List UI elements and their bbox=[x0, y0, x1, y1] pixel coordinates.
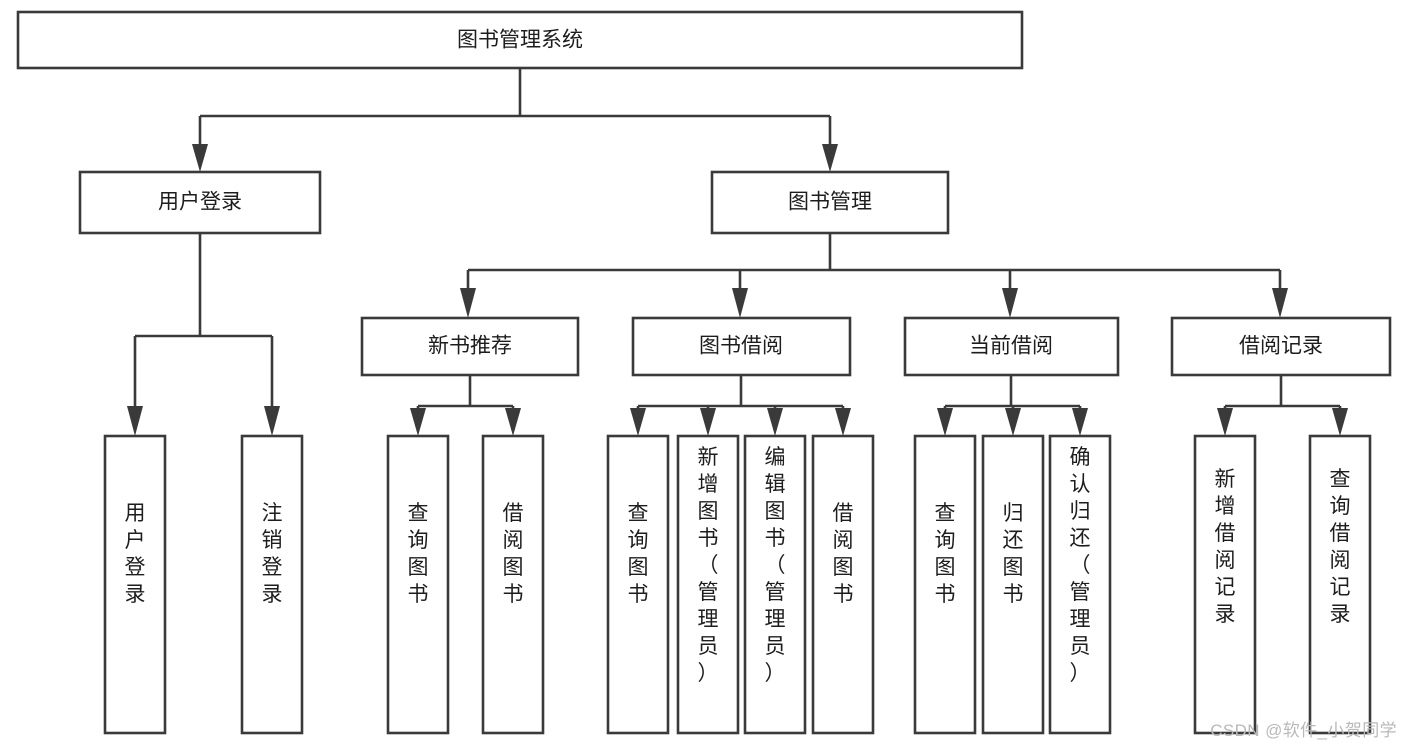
connector-borrow-record-to-leaves bbox=[1217, 375, 1348, 436]
arrowhead-current-borrow-icon bbox=[1002, 288, 1018, 318]
connector-new-book-rec-to-leaves bbox=[410, 375, 521, 436]
node-leaf-add-book-label: 新增图书（管理员） bbox=[698, 446, 719, 685]
node-leaf-borrow-book-1[interactable]: 借阅图书 bbox=[481, 434, 545, 735]
node-new-book-rec-box[interactable] bbox=[360, 316, 580, 377]
arrowhead-leaf-return-book-icon bbox=[1005, 408, 1021, 436]
node-leaf-query-record-box[interactable] bbox=[1308, 434, 1372, 735]
node-current-borrow-box[interactable] bbox=[903, 316, 1120, 377]
node-borrow-record-label: 借阅记录 bbox=[1239, 335, 1323, 358]
node-leaf-query-book-1-box[interactable] bbox=[386, 434, 450, 735]
node-leaf-user-login[interactable]: 用户登录 bbox=[103, 434, 167, 735]
connector-book-borrow-to-leaves bbox=[630, 375, 851, 436]
node-borrow-record[interactable]: 借阅记录 bbox=[1170, 316, 1392, 377]
connector-book-manage-to-level3 bbox=[460, 233, 1288, 318]
node-leaf-borrow-book-2-box[interactable] bbox=[811, 434, 875, 735]
node-leaf-add-book-box[interactable] bbox=[676, 434, 740, 735]
node-leaf-edit-book[interactable]: 编辑图书（管理员） bbox=[743, 434, 807, 735]
node-user-login-box[interactable] bbox=[78, 170, 322, 235]
arrowhead-leaf-edit-book-icon bbox=[767, 408, 783, 436]
arrowhead-leaf-borrow-book-2-icon bbox=[835, 408, 851, 436]
arrowhead-new-book-rec-icon bbox=[460, 288, 476, 318]
node-root-label: 图书管理系统 bbox=[457, 29, 583, 52]
node-leaf-query-book-1[interactable]: 查询图书 bbox=[386, 434, 450, 735]
node-root[interactable]: 图书管理系统 bbox=[16, 10, 1024, 70]
node-leaf-borrow-book-1-box[interactable] bbox=[481, 434, 545, 735]
arrowhead-leaf-borrow-book-1-icon bbox=[505, 408, 521, 436]
node-leaf-user-login-box[interactable] bbox=[103, 434, 167, 735]
node-leaf-add-record-box[interactable] bbox=[1193, 434, 1257, 735]
node-leaf-query-book-2-box[interactable] bbox=[606, 434, 670, 735]
node-leaf-borrow-book-2-label: 借阅图书 bbox=[833, 502, 854, 606]
arrowhead-leaf-user-login-icon bbox=[127, 406, 143, 436]
node-leaf-return-book-label: 归还图书 bbox=[1003, 502, 1024, 606]
arrowhead-user-login-icon bbox=[192, 144, 208, 172]
arrowhead-leaf-query-book-1-icon bbox=[410, 408, 426, 436]
node-leaf-user-login-label: 用户登录 bbox=[125, 502, 146, 606]
arrowhead-leaf-query-book-2-icon bbox=[630, 408, 646, 436]
arrowhead-leaf-query-record-icon bbox=[1332, 408, 1348, 436]
node-leaf-query-book-1-label: 查询图书 bbox=[408, 502, 429, 606]
node-leaf-edit-book-label: 编辑图书（管理员） bbox=[765, 446, 786, 685]
node-leaf-logout[interactable]: 注销登录 bbox=[240, 434, 304, 735]
node-leaf-edit-book-box[interactable] bbox=[743, 434, 807, 735]
node-leaf-query-record-label: 查询借阅记录 bbox=[1330, 468, 1351, 626]
node-leaf-add-record[interactable]: 新增借阅记录 bbox=[1193, 434, 1257, 735]
node-book-borrow-label: 图书借阅 bbox=[699, 335, 783, 358]
node-borrow-record-box[interactable] bbox=[1170, 316, 1392, 377]
node-leaf-return-book[interactable]: 归还图书 bbox=[981, 434, 1045, 735]
node-leaf-borrow-book-1-label: 借阅图书 bbox=[503, 502, 524, 606]
node-leaf-add-book[interactable]: 新增图书（管理员） bbox=[676, 434, 740, 735]
node-leaf-add-record-label: 新增借阅记录 bbox=[1215, 468, 1236, 626]
node-book-borrow-box[interactable] bbox=[631, 316, 852, 377]
node-leaf-query-book-3-label: 查询图书 bbox=[935, 502, 956, 606]
node-book-borrow[interactable]: 图书借阅 bbox=[631, 316, 852, 377]
node-leaf-return-book-box[interactable] bbox=[981, 434, 1045, 735]
node-new-book-rec[interactable]: 新书推荐 bbox=[360, 316, 580, 377]
connector-root-to-level2 bbox=[192, 68, 838, 172]
arrowhead-borrow-record-icon bbox=[1272, 288, 1288, 318]
node-current-borrow-label: 当前借阅 bbox=[969, 335, 1053, 358]
node-user-login-label: 用户登录 bbox=[158, 191, 242, 214]
node-leaf-query-book-2[interactable]: 查询图书 bbox=[606, 434, 670, 735]
arrowhead-leaf-query-book-3-icon bbox=[937, 408, 953, 436]
node-leaf-confirm-return-box[interactable] bbox=[1048, 434, 1112, 735]
node-leaf-query-record[interactable]: 查询借阅记录 bbox=[1308, 434, 1372, 735]
node-leaf-query-book-3[interactable]: 查询图书 bbox=[913, 434, 977, 735]
node-leaf-query-book-3-box[interactable] bbox=[913, 434, 977, 735]
node-leaf-logout-label: 注销登录 bbox=[262, 502, 283, 606]
arrowhead-book-manage-icon bbox=[822, 144, 838, 172]
node-book-manage-label: 图书管理 bbox=[788, 191, 872, 214]
node-leaf-query-book-2-label: 查询图书 bbox=[628, 502, 649, 606]
node-new-book-rec-label: 新书推荐 bbox=[428, 335, 512, 358]
node-user-login[interactable]: 用户登录 bbox=[78, 170, 322, 235]
arrowhead-leaf-add-book-icon bbox=[700, 408, 716, 436]
connector-current-borrow-to-leaves bbox=[937, 375, 1088, 436]
node-leaf-confirm-return-label: 确认归还（管理员） bbox=[1070, 446, 1091, 685]
connector-user-login-to-leaves bbox=[127, 233, 280, 436]
node-book-manage[interactable]: 图书管理 bbox=[710, 170, 950, 235]
arrowhead-leaf-add-record-icon bbox=[1217, 408, 1233, 436]
arrowhead-leaf-logout-icon bbox=[264, 406, 280, 436]
node-leaf-logout-box[interactable] bbox=[240, 434, 304, 735]
arrowhead-leaf-confirm-return-icon bbox=[1072, 408, 1088, 436]
node-leaf-borrow-book-2[interactable]: 借阅图书 bbox=[811, 434, 875, 735]
arrowhead-book-borrow-icon bbox=[732, 288, 748, 318]
node-book-manage-box[interactable] bbox=[710, 170, 950, 235]
node-leaf-confirm-return[interactable]: 确认归还（管理员） bbox=[1048, 434, 1112, 735]
node-root-box[interactable] bbox=[16, 10, 1024, 70]
watermark: CSDN @软件_小贺同学 bbox=[1210, 721, 1397, 740]
node-current-borrow[interactable]: 当前借阅 bbox=[903, 316, 1120, 377]
